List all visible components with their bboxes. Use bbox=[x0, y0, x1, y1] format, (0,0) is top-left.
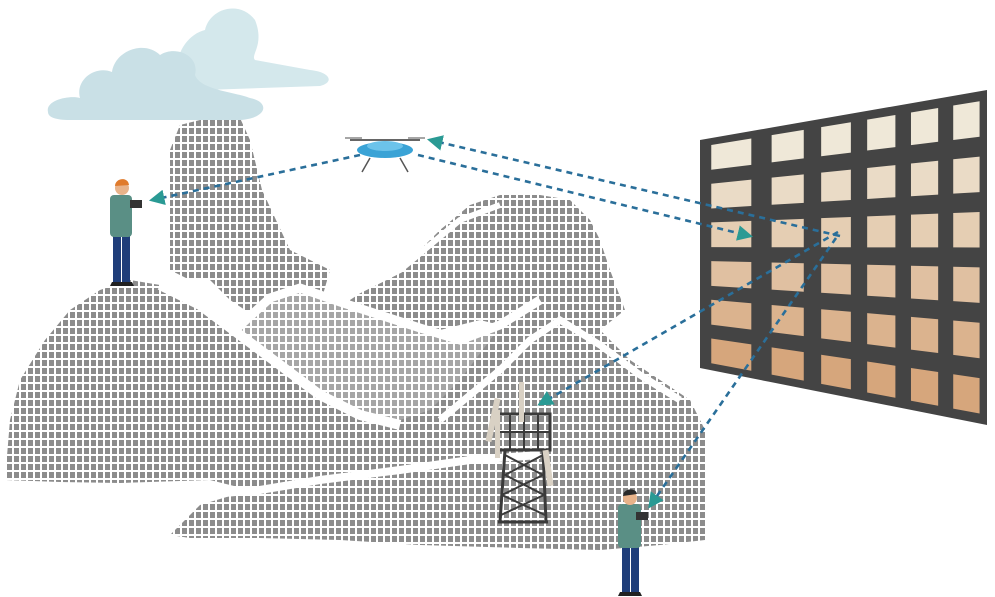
surface-element bbox=[771, 347, 804, 381]
link-surface-to-drone bbox=[426, 135, 841, 238]
surface-element bbox=[953, 156, 980, 194]
surface-element bbox=[771, 174, 804, 205]
surface-element bbox=[953, 212, 980, 248]
surface-element bbox=[821, 169, 851, 202]
surface-element bbox=[867, 165, 896, 199]
surface-element bbox=[953, 101, 980, 140]
surface-element bbox=[953, 374, 980, 414]
signal-links bbox=[148, 135, 841, 509]
surface-elements bbox=[711, 101, 980, 414]
surface-element bbox=[711, 261, 752, 289]
link-surface-to-tower bbox=[537, 230, 839, 406]
surface-element bbox=[953, 320, 980, 359]
surface-element bbox=[910, 265, 939, 301]
surface-element bbox=[821, 122, 851, 157]
surface-element bbox=[711, 179, 752, 209]
ridge-gap-4 bbox=[119, 451, 541, 504]
ridge-gap-2 bbox=[231, 283, 543, 345]
surface-element bbox=[771, 218, 804, 248]
ridge-gap-1 bbox=[157, 280, 402, 430]
mountain-terrain bbox=[5, 118, 705, 550]
intelligent-reflecting-surface bbox=[700, 90, 987, 425]
surface-element bbox=[867, 361, 896, 398]
surface-element bbox=[771, 262, 804, 292]
surface-element bbox=[910, 316, 939, 353]
link-drone-to-user-left bbox=[148, 153, 361, 205]
surface-element bbox=[821, 354, 851, 390]
surface-element bbox=[771, 129, 804, 163]
cloud-icon bbox=[47, 8, 329, 120]
surface-element bbox=[771, 304, 804, 337]
surface-element bbox=[711, 220, 752, 248]
surface-element bbox=[821, 309, 851, 343]
surface-element bbox=[910, 108, 939, 146]
surface-element bbox=[867, 313, 896, 348]
surface-element bbox=[711, 299, 752, 330]
surface-element bbox=[910, 213, 939, 248]
ridge-gap-3 bbox=[329, 202, 502, 303]
surface-element bbox=[953, 266, 980, 303]
drone-icon bbox=[345, 137, 425, 173]
surface-element bbox=[867, 114, 896, 151]
ground-user bbox=[618, 489, 648, 596]
user-on-mountain bbox=[110, 179, 142, 286]
surface-element bbox=[867, 264, 896, 298]
base-station-tower-icon bbox=[485, 382, 554, 524]
surface-element bbox=[867, 215, 896, 248]
ridge-gap-5 bbox=[437, 315, 682, 423]
link-drone-to-surface bbox=[417, 153, 754, 241]
surface-element bbox=[711, 138, 752, 170]
surface-element bbox=[821, 263, 851, 295]
surface-element bbox=[910, 160, 939, 197]
surface-element bbox=[910, 367, 939, 406]
surface-element bbox=[711, 338, 752, 371]
